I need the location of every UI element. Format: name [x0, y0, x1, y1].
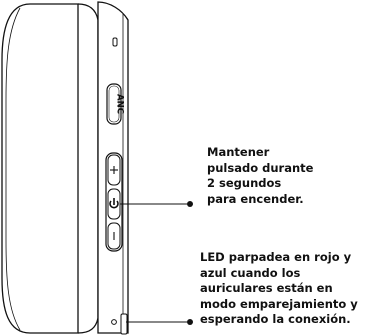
anc-button-label: ANC [115, 94, 125, 114]
volume-up-button[interactable] [107, 154, 121, 186]
power-callout-line: pulsado durante [207, 160, 314, 175]
power-icon [109, 198, 119, 209]
plus-icon [110, 166, 118, 174]
power-callout-line: Mantener [207, 145, 270, 159]
power-leader-line [120, 201, 193, 207]
led-callout-line: azul cuando los [200, 265, 301, 280]
power-button[interactable] [107, 188, 121, 220]
power-callout-line: 2 segundos [207, 176, 282, 190]
led-callout-line: LED parpadea en rojo y [200, 250, 352, 264]
power-callout-line: para encender. [207, 191, 304, 206]
power-callout: Mantener pulsado durante 2 segundos para… [207, 145, 313, 207]
led-callout-line: esperando la conexión. [200, 312, 351, 326]
ear-cushion [1, 3, 79, 334]
led-leader-line [126, 319, 193, 325]
anc-button[interactable]: ANC [106, 83, 125, 125]
led-callout-line: auriculares están en [200, 281, 333, 295]
volume-down-button[interactable] [107, 222, 121, 250]
ear-cushion-inner-line [5, 7, 21, 331]
led-callout-line: modo emparejamiento y [200, 296, 358, 311]
status-led [111, 319, 117, 325]
led-callout: LED parpadea en rojo y azul cuando los a… [200, 250, 358, 328]
top-slot [112, 37, 118, 47]
charging-port [120, 313, 128, 335]
cushion-seam [77, 3, 99, 334]
